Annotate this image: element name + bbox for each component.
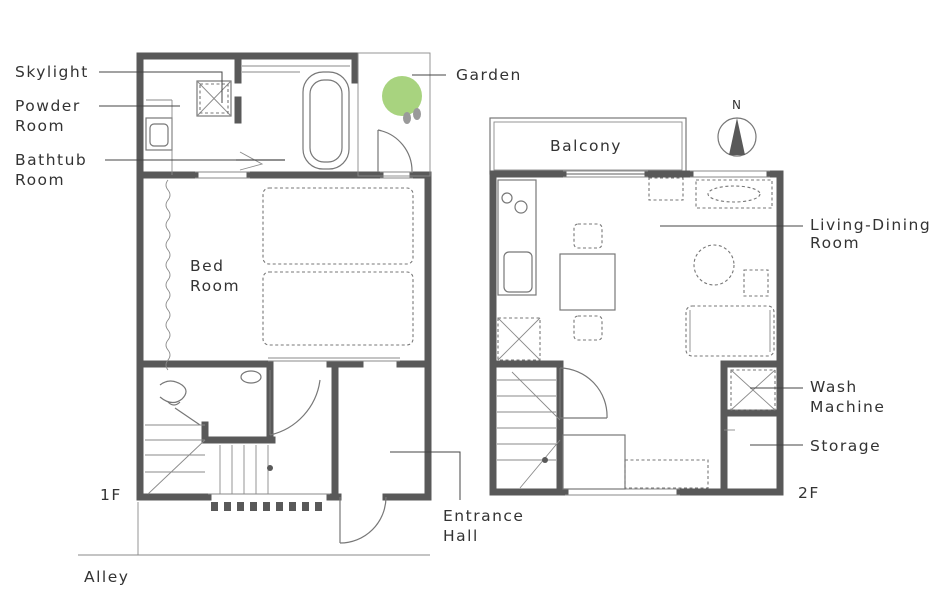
powder-room-label-line1: Powder: [15, 97, 81, 115]
bed-room-label-line2: Room: [190, 277, 241, 295]
entrance-hall-label-line1: Entrance: [443, 507, 525, 525]
north-label: N: [732, 98, 741, 112]
garden-tree-icon: [382, 76, 422, 116]
bathtub-room-label-line1: Bathtub: [15, 151, 88, 169]
garden-label: Garden: [456, 66, 522, 84]
bathtub-room-label-line2: Room: [15, 171, 66, 189]
second-floor-plan: [489, 117, 784, 496]
living-dining-room-label-line1: Living-Dining: [810, 216, 932, 234]
alley-label: Alley: [84, 568, 130, 586]
second-floor-label: 2F: [798, 484, 820, 502]
entrance-hall-label-line2: Hall: [443, 527, 479, 545]
storage-label: Storage: [810, 437, 882, 455]
first-floor-plan: [78, 52, 432, 556]
wash-machine-label-line2: Machine: [810, 398, 886, 416]
leader-lines: [99, 71, 803, 500]
powder-room-label-line2: Room: [15, 117, 66, 135]
bed-room-label-line1: Bed: [190, 257, 225, 275]
living-dining-room-label-line2: Room: [810, 234, 861, 252]
balcony-label: Balcony: [550, 137, 622, 155]
wash-machine-label-line1: Wash: [810, 378, 858, 396]
first-floor-label: 1F: [100, 486, 122, 504]
skylight-label: Skylight: [15, 63, 89, 81]
